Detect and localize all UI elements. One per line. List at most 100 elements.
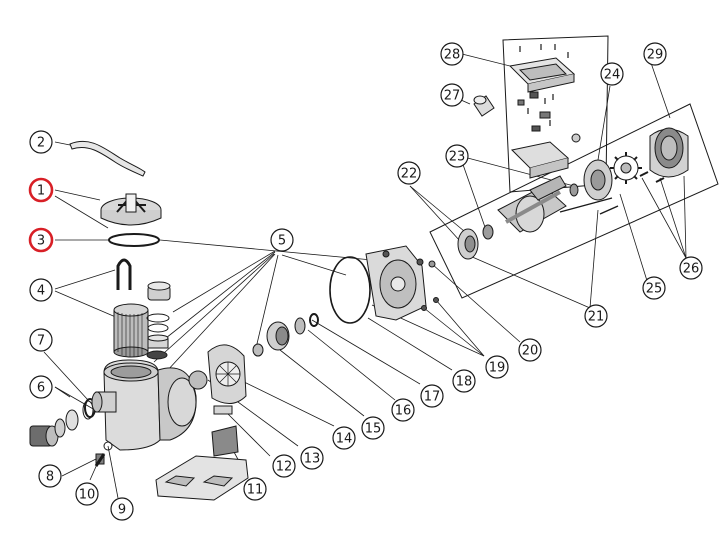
part-9-plug-oring: [103, 441, 113, 451]
callout-circle: [243, 477, 267, 501]
callout-circle: [440, 83, 464, 107]
callout-26: 26: [679, 256, 703, 280]
callout-circle: [38, 464, 62, 488]
callout-17: 17: [420, 384, 444, 408]
callout-28: 28: [440, 42, 464, 66]
callout-circle: [332, 426, 356, 450]
callout-number: 23: [449, 150, 466, 165]
callout-number: 8: [46, 470, 54, 485]
callout-8: 8: [38, 464, 62, 488]
pump-housing: [91, 359, 197, 451]
callout-27: 27: [440, 83, 464, 107]
part-12-support-foot: [211, 405, 239, 457]
callout-14: 14: [332, 426, 356, 450]
callout-circle: [440, 42, 464, 66]
part-17-seal-ring: [309, 313, 319, 327]
callout-circle: [445, 144, 469, 168]
callout-13: 13: [300, 446, 324, 470]
callout-number: 22: [401, 167, 418, 182]
callout-circle: [600, 62, 624, 86]
callout-number: 20: [522, 344, 539, 359]
callout-circle: [397, 161, 421, 185]
callout-circle: [29, 375, 53, 399]
part-13-diffuser: [188, 370, 208, 390]
callout-number: 5: [278, 234, 286, 249]
callout-circle: [452, 369, 476, 393]
callout-6: 6: [29, 375, 53, 399]
callout-number: 1: [37, 184, 45, 199]
callout-12: 12: [272, 454, 296, 478]
callout-9: 9: [110, 497, 134, 521]
callout-circle: [643, 42, 667, 66]
callout-11: 11: [243, 477, 267, 501]
part-21-tie-rod: [559, 197, 619, 215]
callout-18: 18: [452, 369, 476, 393]
callout-circle: [361, 416, 385, 440]
callout-circle: [300, 446, 324, 470]
part-29-fan-cover: [649, 127, 689, 178]
part-19-adapter-flange: [365, 245, 427, 321]
callout-circle: [110, 497, 134, 521]
callout-number: 19: [489, 361, 506, 376]
part-6-union-set: [29, 400, 94, 447]
callout-circle: [584, 304, 608, 328]
callout-number: 25: [646, 282, 663, 297]
callout-circle: [28, 227, 54, 253]
callout-5: 5: [270, 228, 294, 252]
callout-circle: [485, 355, 509, 379]
callout-number: 29: [647, 48, 664, 63]
callout-22: 22: [397, 161, 421, 185]
callout-number: 11: [247, 483, 264, 498]
callout-1: 1: [28, 177, 54, 203]
part-14-seal-plate: [207, 344, 247, 404]
callout-circle: [270, 228, 294, 252]
callout-number: 12: [276, 460, 293, 475]
callout-16: 16: [391, 398, 415, 422]
callout-circle: [272, 454, 296, 478]
callout-25: 25: [642, 276, 666, 300]
part-25-cooling-fan: [610, 152, 642, 184]
callout-circle: [29, 278, 53, 302]
callout-number: 10: [79, 488, 96, 503]
callout-7: 7: [29, 328, 53, 352]
callout-4: 4: [29, 278, 53, 302]
callout-circle: [391, 398, 415, 422]
callout-circle: [75, 482, 99, 506]
part-4-strainer-basket: [113, 258, 171, 360]
callout-21: 21: [584, 304, 608, 328]
callout-number: 26: [683, 262, 700, 277]
callout-circle: [642, 276, 666, 300]
callout-23: 23: [445, 144, 469, 168]
callout-2: 2: [29, 130, 53, 154]
callout-number: 16: [395, 404, 412, 419]
callout-number: 3: [37, 234, 45, 249]
part-11-pump-base: [155, 455, 249, 501]
part-28-terminal-box: [508, 44, 581, 179]
callout-circle: [28, 177, 54, 203]
callout-number: 2: [37, 136, 45, 151]
part-27-capacitor: [473, 95, 495, 117]
part-10-drain-screw: [94, 453, 106, 467]
part-24-rear-bracket: [583, 159, 613, 201]
callout-number: 4: [37, 284, 45, 299]
motor-stator: [497, 175, 567, 233]
part-2-wrench: [69, 140, 146, 177]
callout-10: 10: [75, 482, 99, 506]
callout-number: 28: [444, 48, 461, 63]
callout-circle: [29, 328, 53, 352]
part-26-cover-screw: [639, 171, 665, 183]
callout-number: 6: [37, 381, 45, 396]
callout-number: 14: [336, 432, 353, 447]
part-20-screw: [421, 260, 439, 311]
callout-20: 20: [518, 338, 542, 362]
part-18-gasket: [329, 256, 371, 324]
part-3-lid-oring: [108, 233, 160, 247]
callout-19: 19: [485, 355, 509, 379]
callout-number: 18: [456, 375, 473, 390]
callout-number: 13: [304, 452, 321, 467]
part-23-bearing: [482, 183, 579, 240]
callout-24: 24: [600, 62, 624, 86]
callout-number: 27: [444, 89, 461, 104]
